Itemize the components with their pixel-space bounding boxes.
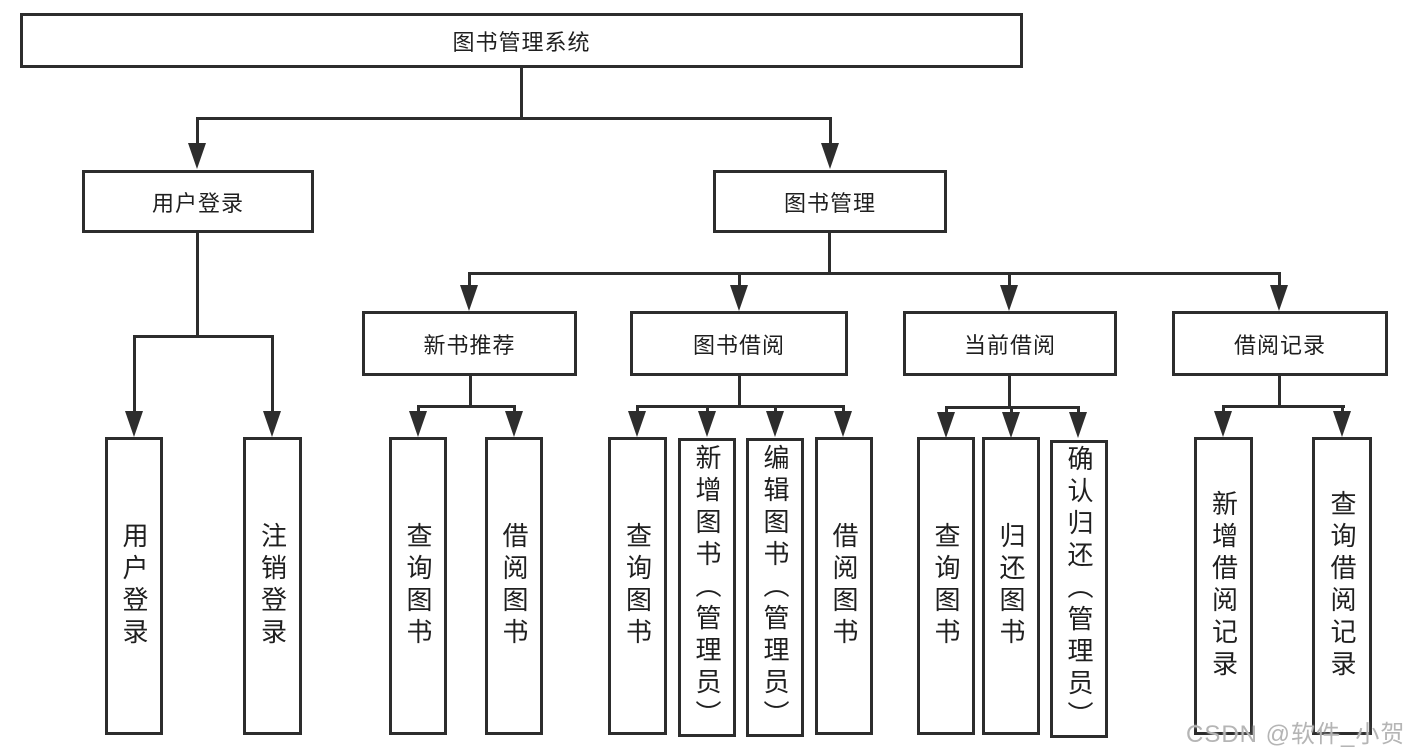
arrowhead-down [766, 411, 784, 437]
arrowhead-down [1002, 412, 1020, 438]
node-root-library-system: 图书管理系统 [20, 13, 1023, 68]
leaf-confirm-return-admin: 确认归还（管理员） [1050, 440, 1108, 738]
connector-line [842, 405, 845, 414]
connector-line [1077, 406, 1080, 414]
node-user-login: 用户登录 [82, 170, 314, 233]
leaf-query-books-2: 查询图书 [608, 437, 667, 735]
leaf-query-borrow-record: 查询借阅记录 [1312, 437, 1372, 735]
node-label: 图书管理系统 [452, 29, 591, 55]
connector-line [945, 406, 948, 414]
connector-line [1341, 405, 1344, 414]
csdn-watermark: CSDN @软件_小贺同学 [1186, 721, 1405, 747]
connector-line [513, 405, 516, 414]
connector-line [1222, 405, 1345, 408]
node-label: 用户登录 [151, 190, 244, 216]
arrowhead-down [1333, 411, 1351, 437]
arrowhead-down [263, 411, 281, 437]
connector-line [1010, 406, 1013, 414]
leaf-label: 借阅图书 [829, 522, 859, 650]
arrowhead-down [628, 411, 646, 437]
leaf-label: 用户登录 [119, 522, 149, 650]
node-label: 当前借阅 [963, 332, 1056, 358]
arrowhead-down [409, 411, 427, 437]
arrowhead-down [1000, 285, 1018, 311]
leaf-query-books-3: 查询图书 [917, 437, 975, 735]
leaf-borrow-books-2: 借阅图书 [815, 437, 873, 735]
leaf-edit-books-admin: 编辑图书（管理员） [746, 438, 804, 737]
leaf-label: 查询图书 [931, 522, 961, 650]
leaf-return-books: 归还图书 [982, 437, 1040, 735]
leaf-label: 编辑图书（管理员） [760, 443, 790, 732]
connector-line [774, 405, 777, 414]
arrowhead-down [821, 143, 839, 169]
connector-line [829, 117, 832, 145]
node-label: 图书管理 [783, 190, 876, 216]
connector-line [706, 405, 709, 414]
connector-line [271, 335, 274, 413]
connector-line [417, 405, 516, 408]
connector-line [468, 272, 1281, 275]
leaf-label: 借阅图书 [499, 522, 529, 650]
connector-line [417, 405, 420, 414]
leaf-label: 新增借阅记录 [1208, 490, 1239, 682]
connector-line [520, 68, 523, 118]
arrowhead-down [125, 411, 143, 437]
arrowhead-down [460, 285, 478, 311]
arrowhead-down [730, 285, 748, 311]
leaf-label: 查询图书 [403, 522, 433, 650]
leaf-logout: 注销登录 [243, 437, 302, 735]
arrowhead-down [698, 411, 716, 437]
node-current-borrowing: 当前借阅 [903, 311, 1117, 376]
connector-line [196, 117, 199, 145]
connector-line [196, 233, 199, 337]
node-book-management: 图书管理 [713, 170, 947, 233]
leaf-label: 注销登录 [257, 522, 288, 650]
leaf-user-login: 用户登录 [105, 437, 163, 735]
connector-line [636, 405, 639, 414]
arrowhead-down [834, 411, 852, 437]
leaf-label: 查询借阅记录 [1327, 490, 1357, 682]
arrowhead-down [188, 143, 206, 169]
leaf-add-borrow-record: 新增借阅记录 [1194, 437, 1253, 735]
node-label: 图书借阅 [692, 332, 785, 358]
leaf-query-books-1: 查询图书 [389, 437, 447, 735]
connector-line [468, 272, 471, 288]
leaf-label: 归还图书 [996, 522, 1026, 650]
leaf-add-books-admin: 新增图书（管理员） [678, 438, 736, 737]
connector-line [1222, 405, 1225, 414]
arrowhead-down [1214, 411, 1232, 437]
connector-line [828, 233, 831, 275]
leaf-label: 确认归还（管理员） [1064, 445, 1094, 733]
connector-line [133, 335, 274, 338]
connector-line [196, 117, 832, 120]
connector-line [1278, 272, 1281, 288]
arrowhead-down [1270, 285, 1288, 311]
connector-line [738, 272, 741, 288]
connector-line [636, 405, 845, 408]
leaf-label: 新增图书（管理员） [692, 443, 722, 732]
connector-line [738, 376, 741, 407]
connector-line [469, 376, 472, 407]
connector-line [133, 335, 136, 413]
arrowhead-down [505, 411, 523, 437]
node-book-borrowing: 图书借阅 [630, 311, 848, 376]
node-new-book-recommend: 新书推荐 [362, 311, 577, 376]
connector-line [1278, 376, 1281, 407]
arrowhead-down [937, 412, 955, 438]
node-label: 新书推荐 [423, 332, 516, 358]
arrowhead-down [1069, 412, 1087, 438]
leaf-label: 查询图书 [622, 522, 653, 650]
node-label: 借阅记录 [1233, 332, 1326, 358]
leaf-borrow-books-1: 借阅图书 [485, 437, 543, 735]
connector-line [1008, 376, 1011, 408]
connector-line [1008, 272, 1011, 288]
node-borrowing-records: 借阅记录 [1172, 311, 1388, 376]
